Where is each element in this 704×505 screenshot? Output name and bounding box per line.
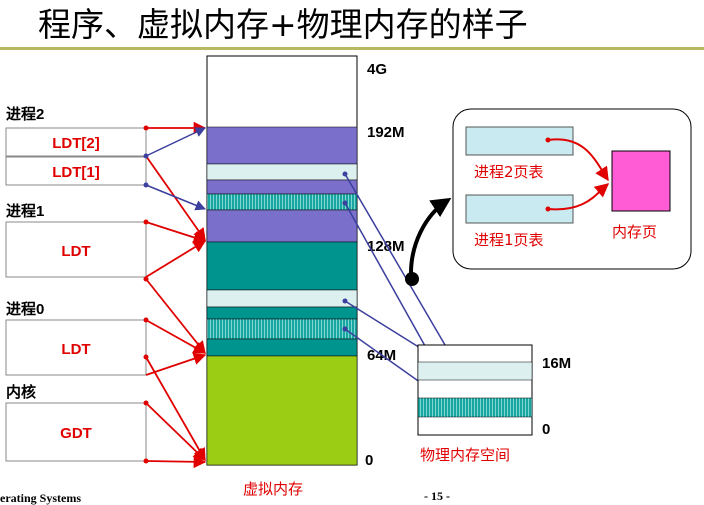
process0-label: 进程0 bbox=[6, 301, 44, 318]
arrow-kernel-c bbox=[145, 455, 207, 469]
page-title: 程序、虚拟内存+物理内存的样子 bbox=[38, 5, 528, 44]
phys-outline bbox=[417, 344, 533, 436]
ldt1-label: LDT[1] bbox=[52, 164, 100, 181]
blue-arrow-dots bbox=[143, 153, 348, 332]
virtual-memory-column bbox=[206, 55, 358, 466]
vm-process2-page-b bbox=[206, 193, 358, 211]
kernel-label: 内核 bbox=[6, 383, 36, 401]
vm-process0-page bbox=[206, 318, 358, 340]
vm-process1-segment bbox=[206, 209, 358, 243]
arrow-vm-to-phys-1 bbox=[344, 173, 463, 375]
vm-process0-teal-b bbox=[206, 338, 358, 357]
callout-arrow bbox=[405, 197, 452, 286]
p2-page-table-label: 进程2页表 bbox=[474, 163, 544, 181]
process2-label: 进程2 bbox=[6, 106, 44, 123]
descriptor-table: 进程2 LDT[2] LDT[1] 进程1 LDT 进程0 LDT 内核 GDT bbox=[5, 106, 147, 462]
ldt1-box bbox=[5, 156, 147, 186]
ldt2-label: LDT[2] bbox=[52, 135, 100, 152]
vm-tick-0: 0 bbox=[365, 452, 373, 469]
phys-caption: 物理内存空间 bbox=[420, 446, 510, 464]
vm-process1-teal bbox=[206, 241, 358, 291]
p2-page-table-box bbox=[465, 126, 574, 156]
arrow-p0-top bbox=[145, 278, 206, 354]
kernel-gdt-label: GDT bbox=[60, 425, 92, 442]
phys-tick-0: 0 bbox=[542, 421, 550, 438]
process1-label: 进程1 bbox=[6, 203, 44, 220]
arrow-ldt2-bottom bbox=[145, 155, 206, 242]
ldt2-box bbox=[5, 127, 147, 157]
kernel-gdt-box bbox=[5, 402, 147, 462]
header-rule bbox=[0, 47, 704, 50]
vm-tick-128m: 128M bbox=[367, 238, 405, 255]
process0-ldt-box bbox=[5, 319, 147, 376]
arrow-kernel-b bbox=[145, 402, 206, 461]
vm-tick-192m: 192M bbox=[367, 124, 405, 141]
vm-process2-segment-a bbox=[206, 126, 358, 165]
process0-ldt-label: LDT bbox=[61, 341, 90, 358]
arrow-p1-table-to-page bbox=[547, 183, 610, 211]
footer-page-number: - 15 - bbox=[424, 489, 450, 503]
phys-page-a bbox=[417, 361, 533, 381]
memory-page-box bbox=[611, 150, 671, 212]
arrow-p1-bottom bbox=[145, 240, 207, 278]
vm-process0-teal-a bbox=[206, 306, 358, 320]
vm-caption: 虚拟内存 bbox=[243, 480, 303, 498]
physical-memory-column bbox=[417, 344, 533, 436]
page-table-inset: 进程2页表 进程1页表 内存页 bbox=[452, 108, 692, 270]
arrow-p2-table-to-page bbox=[547, 138, 609, 182]
phys-tick-16m: 16M bbox=[542, 355, 571, 372]
process1-ldt-label: LDT bbox=[61, 243, 90, 260]
vm-tick-4g: 4G bbox=[367, 61, 387, 78]
red-mapping-arrows bbox=[145, 121, 207, 469]
arrow-ldt1-to-vm-top bbox=[145, 127, 206, 157]
arrow-kernel-a bbox=[145, 356, 206, 462]
p1-page-table-label: 进程1页表 bbox=[474, 231, 544, 249]
vm-process2-page-a bbox=[206, 163, 358, 181]
vm-process1-page-a bbox=[206, 289, 358, 308]
phys-page-b bbox=[417, 397, 533, 418]
vm-process2-segment-b bbox=[206, 179, 358, 195]
footer-course: erating Systems bbox=[0, 491, 81, 505]
red-arrow-dots bbox=[143, 125, 149, 464]
arrow-ldt1-to-vm-bottom bbox=[145, 184, 206, 211]
arrow-p0-mid bbox=[145, 319, 207, 354]
memory-page-label: 内存页 bbox=[612, 223, 657, 241]
arrow-p1-top bbox=[145, 221, 207, 244]
process1-ldt-box bbox=[5, 221, 147, 278]
arrow-p0-bottom bbox=[145, 352, 207, 376]
vm-kernel-segment bbox=[206, 355, 358, 466]
